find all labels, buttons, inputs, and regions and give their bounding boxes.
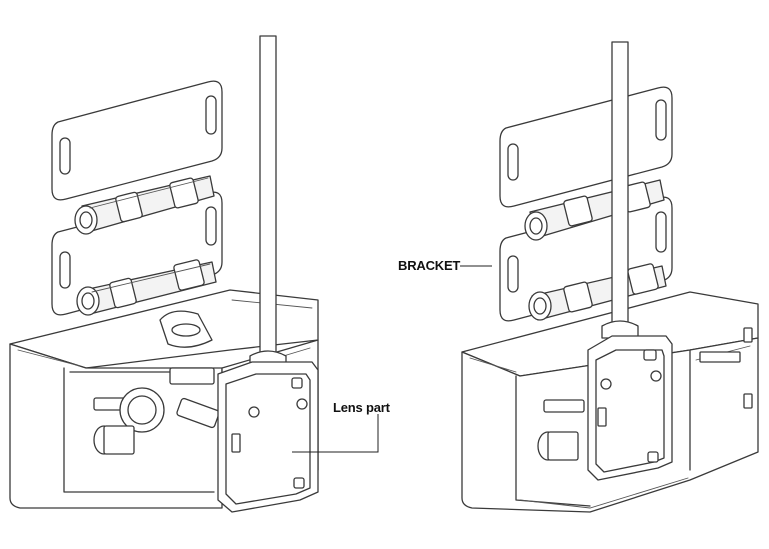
left-assembly bbox=[9, 35, 379, 513]
lower-slot-left bbox=[59, 251, 71, 289]
right-lens-part bbox=[587, 335, 673, 481]
lower-slot-right bbox=[205, 206, 217, 246]
right-cable bbox=[601, 41, 639, 339]
right-assembly bbox=[460, 41, 759, 513]
left-hinge-lower bbox=[76, 259, 217, 316]
upper-slot-right bbox=[205, 95, 217, 135]
right-bracket-plate-upper bbox=[499, 86, 673, 208]
terminal-clip-right bbox=[169, 367, 215, 385]
left-bracket-plate-upper bbox=[51, 80, 223, 201]
left-lens-part bbox=[217, 361, 319, 513]
bracket-label: BRACKET bbox=[398, 258, 461, 273]
upper-slot-left bbox=[59, 137, 71, 175]
right-hinge-upper bbox=[524, 179, 665, 241]
lens-part-label: Lens part bbox=[333, 400, 390, 415]
lens-part-leader bbox=[292, 414, 379, 453]
left-hinge-upper bbox=[74, 175, 215, 235]
right-bracket-plate-lower bbox=[499, 196, 673, 322]
